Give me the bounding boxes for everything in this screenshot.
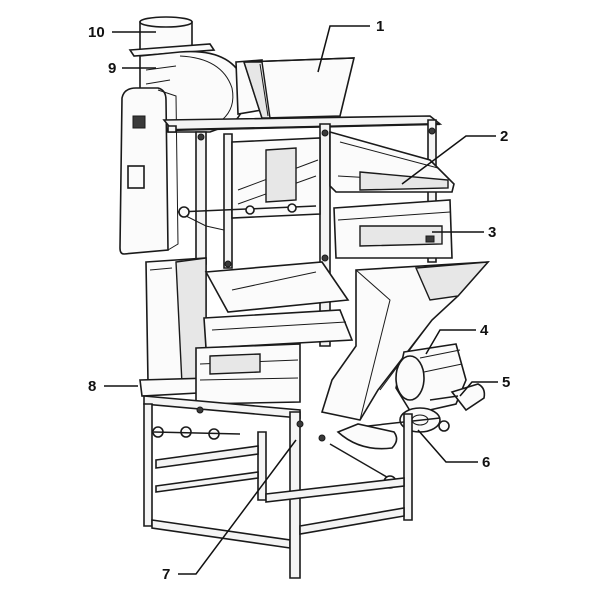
callout-leaders bbox=[104, 25, 498, 575]
side-panel bbox=[119, 87, 179, 255]
callout-6: 6 bbox=[482, 454, 490, 471]
leader-1 bbox=[317, 25, 370, 73]
callout-3: 3 bbox=[488, 224, 496, 241]
middle-deck bbox=[195, 261, 354, 405]
callout-8: 8 bbox=[88, 378, 96, 395]
discharge-chute bbox=[320, 261, 490, 421]
leader-5 bbox=[459, 381, 498, 397]
leader-6 bbox=[417, 429, 478, 463]
callout-5: 5 bbox=[502, 374, 510, 391]
leader-2 bbox=[401, 135, 496, 185]
feed-hopper bbox=[242, 57, 356, 119]
base-frame bbox=[143, 395, 413, 579]
sieve-box bbox=[177, 130, 455, 259]
callout-2: 2 bbox=[500, 128, 508, 145]
callout-1: 1 bbox=[376, 18, 384, 35]
upper-frame bbox=[162, 115, 443, 347]
callout-9: 9 bbox=[108, 60, 116, 77]
callout-labels: 1 2 3 4 5 6 7 8 9 10 bbox=[88, 18, 510, 583]
leader-7 bbox=[178, 439, 297, 575]
callout-10: 10 bbox=[88, 24, 105, 41]
callout-4: 4 bbox=[480, 322, 489, 339]
leader-4 bbox=[425, 329, 476, 355]
callout-7: 7 bbox=[162, 566, 170, 583]
